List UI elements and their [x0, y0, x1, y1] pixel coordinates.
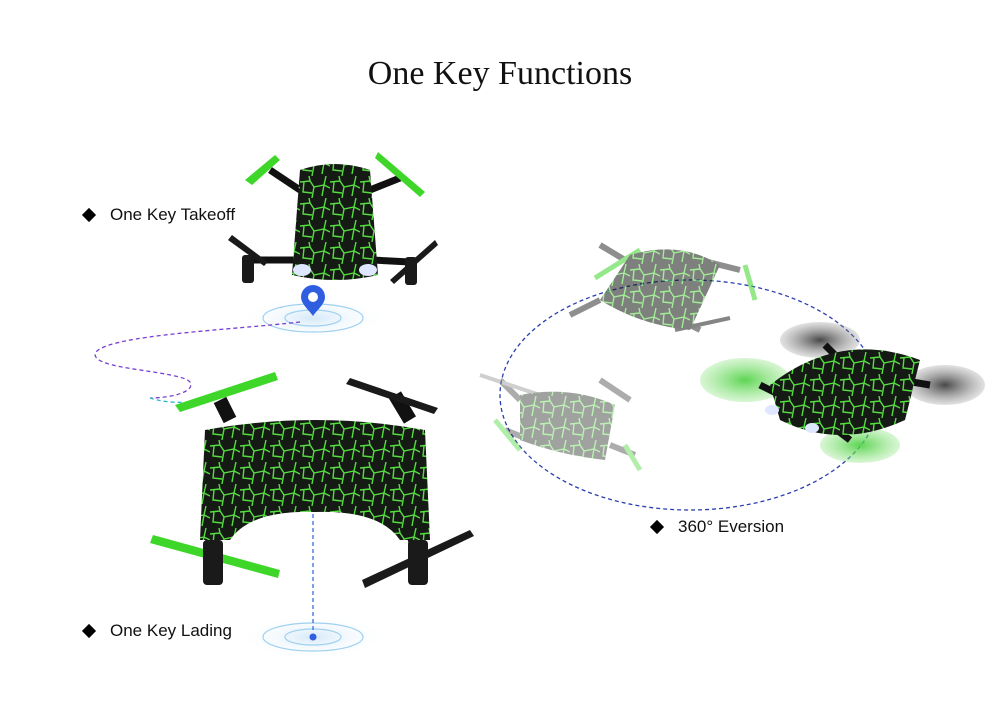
- feature-label: One Key Takeoff: [110, 205, 236, 224]
- takeoff-ripple: [238, 296, 388, 340]
- feature-360-eversion: 360° Eversion: [649, 517, 785, 537]
- drone-eversion: [700, 322, 985, 463]
- drone-takeoff: [228, 152, 438, 285]
- drone-eversion-ghost-left: [479, 373, 643, 472]
- location-pin-icon: [301, 285, 325, 316]
- drone-landing: [150, 372, 474, 588]
- drone-eversion-ghost-top: [568, 242, 758, 333]
- feature-label: 360° Eversion: [678, 517, 785, 536]
- diamond-bullet-icon: [649, 519, 665, 535]
- flight-path-dashed: [94, 321, 301, 399]
- diamond-bullet-icon: [81, 623, 97, 639]
- feature-label: One Key Lading: [110, 621, 232, 640]
- page-title: One Key Functions: [367, 55, 633, 92]
- diamond-bullet-icon: [81, 207, 97, 223]
- feature-one-key-takeoff: One Key Takeoff: [81, 205, 236, 225]
- feature-one-key-landing: One Key Lading: [81, 621, 232, 641]
